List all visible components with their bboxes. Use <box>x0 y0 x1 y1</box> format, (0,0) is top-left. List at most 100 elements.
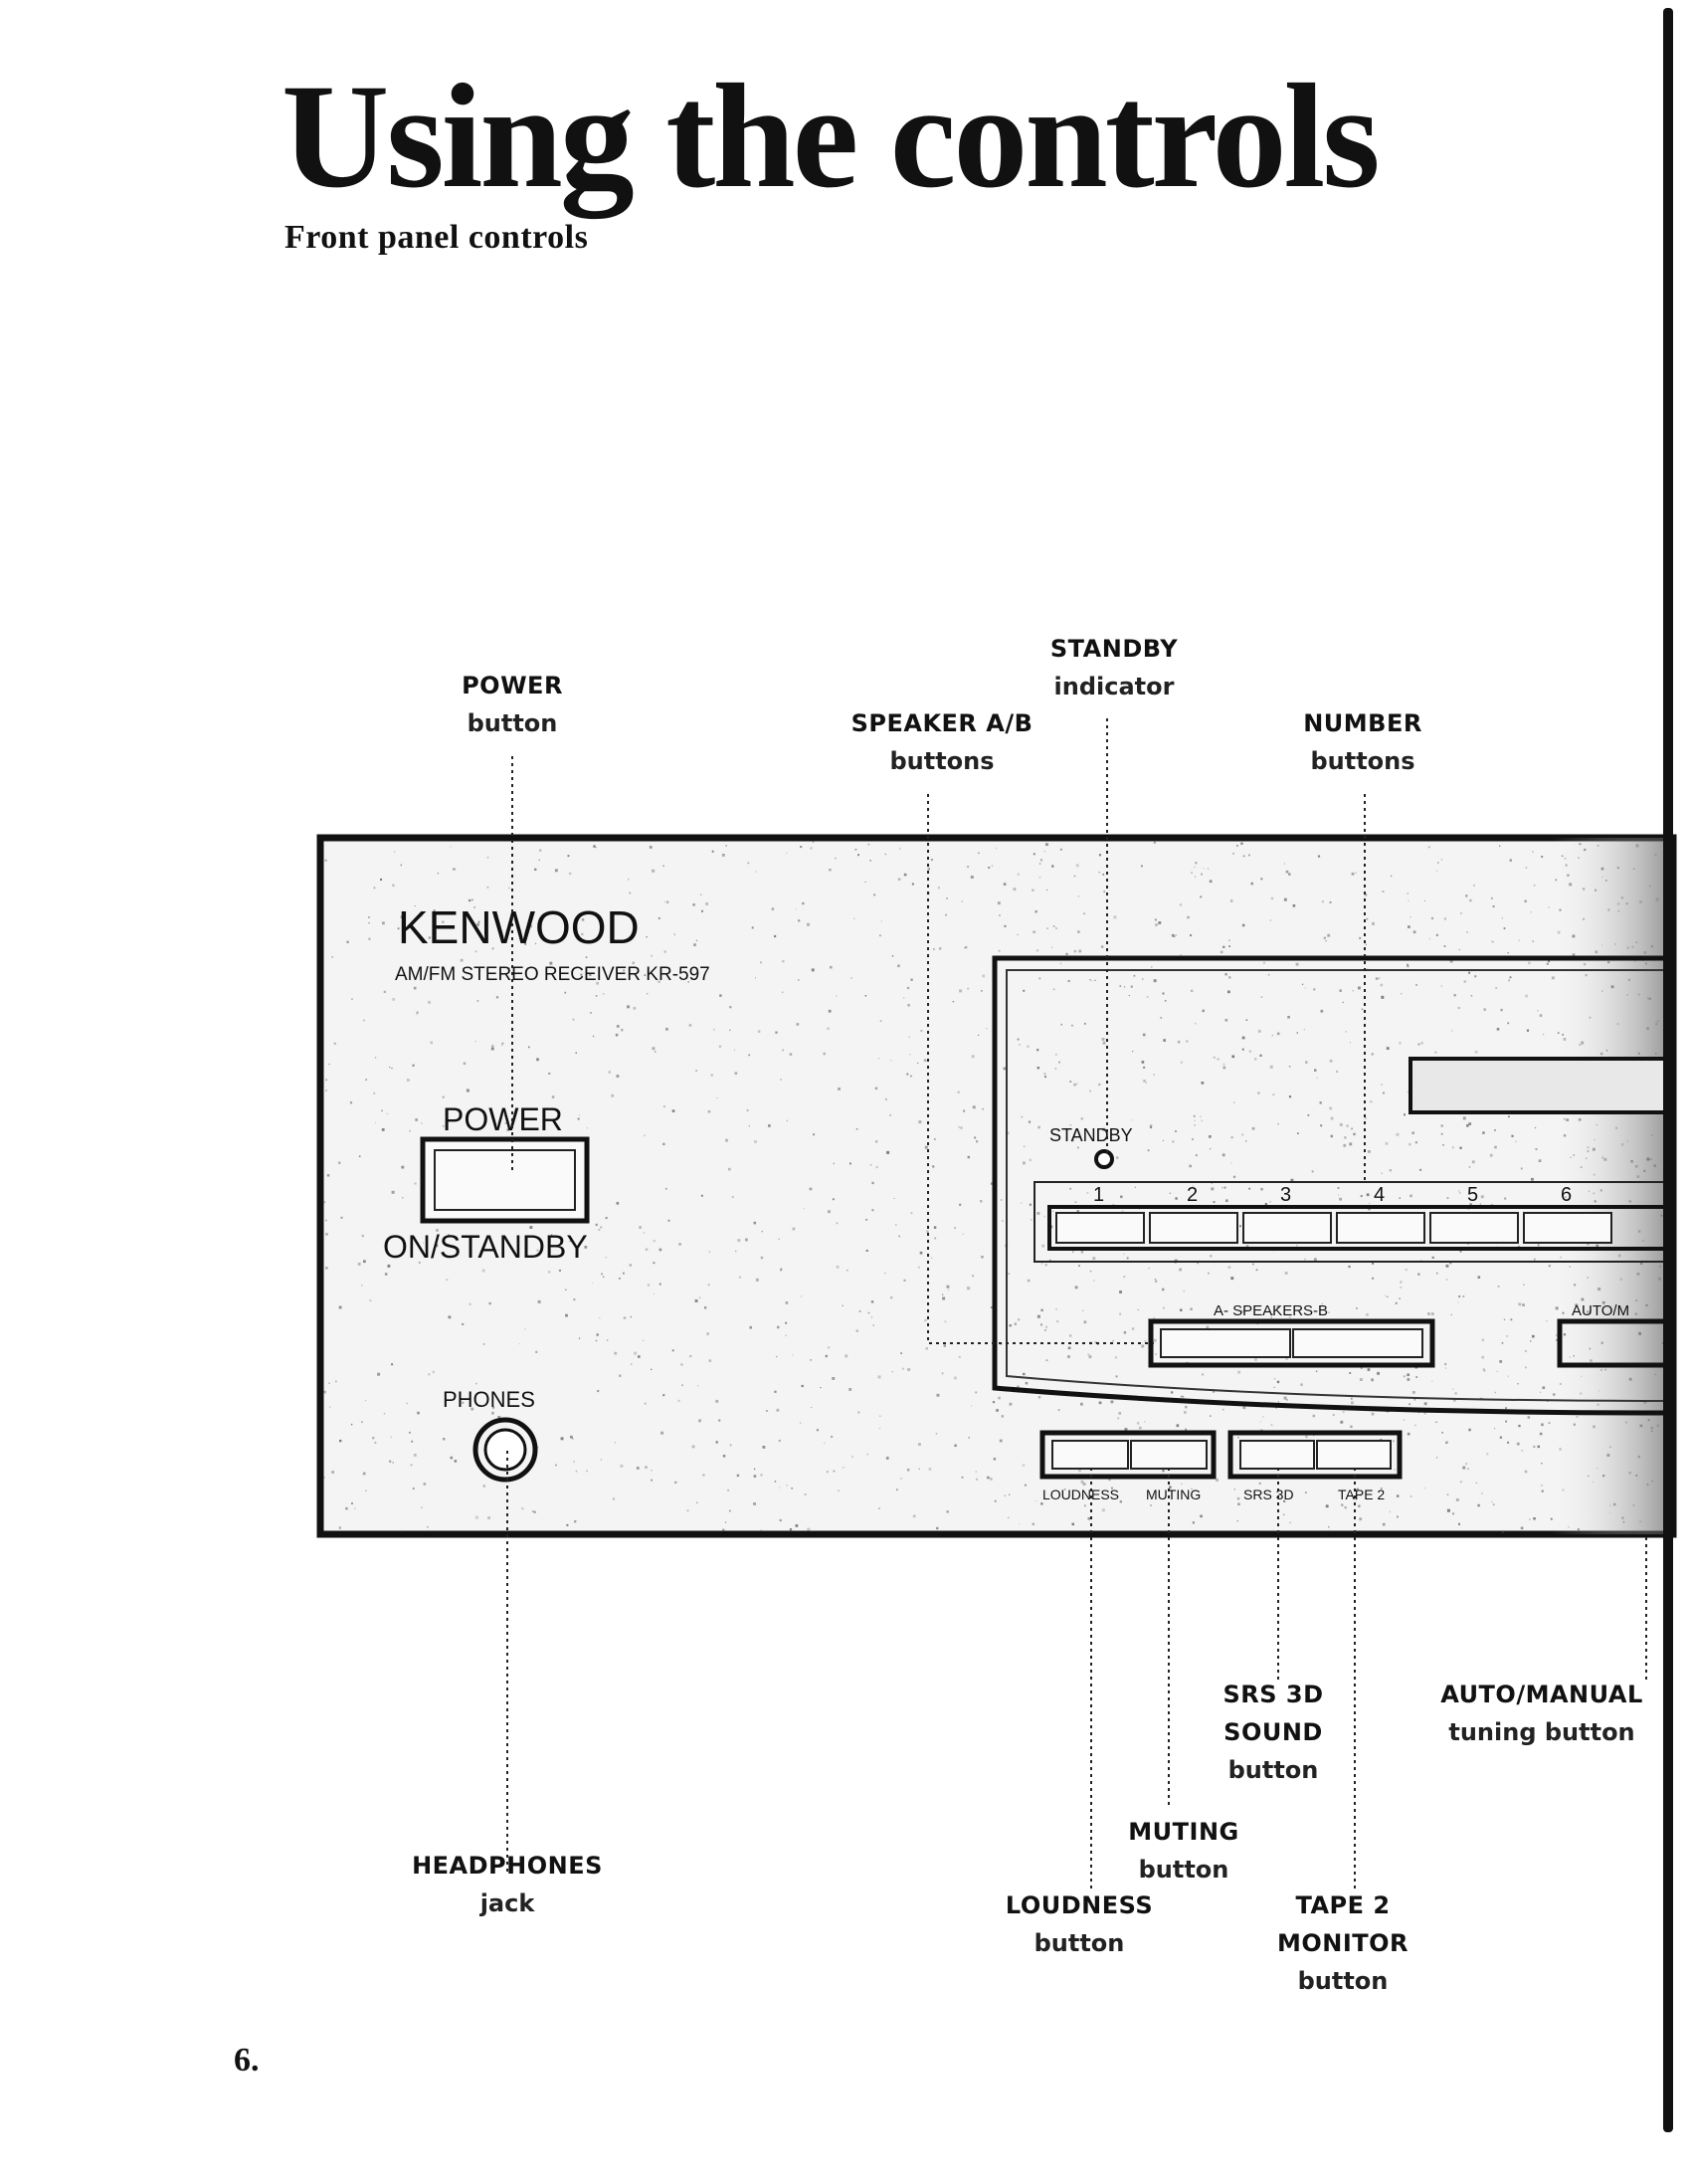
texture-dot <box>1370 1100 1373 1103</box>
texture-dot <box>1058 1061 1060 1064</box>
texture-dot <box>875 1166 878 1169</box>
texture-dot <box>436 1229 439 1232</box>
texture-dot <box>1349 1142 1353 1146</box>
texture-dot <box>1254 1058 1257 1061</box>
texture-dot <box>1396 1132 1400 1136</box>
texture-dot <box>401 1165 405 1169</box>
texture-dot <box>1423 899 1425 901</box>
texture-dot <box>700 893 702 895</box>
texture-dot <box>1060 1023 1062 1026</box>
texture-dot <box>1176 1424 1180 1428</box>
texture-dot <box>797 979 800 981</box>
callout-tape2: TAPE 2 MONITOR button <box>1243 1886 1442 2000</box>
speaker-b-button[interactable] <box>1292 1328 1423 1358</box>
tape-2-monitor-button[interactable] <box>1316 1440 1392 1470</box>
texture-dot <box>1241 1048 1244 1051</box>
texture-dot <box>1460 912 1462 914</box>
texture-dot <box>1089 1090 1091 1092</box>
texture-dot <box>896 1489 898 1491</box>
texture-dot <box>936 1526 939 1530</box>
texture-dot <box>1395 1301 1398 1304</box>
headphones-jack[interactable] <box>472 1417 538 1483</box>
texture-dot <box>970 876 974 879</box>
texture-dot <box>857 1411 860 1414</box>
number-button-3[interactable] <box>1242 1212 1332 1244</box>
texture-dot <box>1021 1202 1023 1204</box>
texture-dot <box>1415 1376 1418 1378</box>
texture-dot <box>1023 1145 1026 1147</box>
callout-srs3d-line1: SRS 3D <box>1222 1681 1324 1708</box>
texture-dot <box>964 947 966 949</box>
page-edge-bar <box>1663 8 1673 2132</box>
texture-dot <box>1305 1061 1308 1064</box>
number-button-1[interactable] <box>1055 1212 1145 1244</box>
texture-dot <box>1132 1051 1134 1053</box>
texture-dot <box>698 1419 701 1423</box>
texture-dot <box>1073 1083 1076 1087</box>
texture-dot <box>1155 923 1158 926</box>
texture-dot <box>873 893 876 896</box>
texture-dot <box>886 1150 890 1154</box>
texture-dot <box>1277 1401 1279 1403</box>
texture-dot <box>948 1290 950 1291</box>
texture-dot <box>1446 1508 1450 1512</box>
texture-dot <box>903 873 907 877</box>
texture-dot <box>774 934 777 938</box>
texture-dot <box>895 1224 897 1226</box>
texture-dot <box>1045 1359 1048 1362</box>
texture-dot <box>1269 919 1272 921</box>
texture-dot <box>406 1402 409 1405</box>
texture-dot <box>1468 971 1471 974</box>
texture-dot <box>1076 1210 1079 1213</box>
number-button-4[interactable] <box>1336 1212 1425 1244</box>
texture-dot <box>473 906 475 908</box>
texture-dot <box>1359 1378 1363 1381</box>
callout-power-name: POWER <box>462 672 563 699</box>
number-button-6[interactable] <box>1523 1212 1612 1244</box>
texture-dot <box>836 995 838 997</box>
texture-dot <box>1430 1312 1434 1315</box>
texture-dot <box>1530 911 1532 913</box>
power-button[interactable] <box>420 1136 590 1224</box>
texture-dot <box>1355 872 1357 874</box>
speaker-a-button[interactable] <box>1160 1328 1291 1358</box>
texture-dot <box>1459 1250 1462 1253</box>
texture-dot <box>906 1073 909 1076</box>
texture-dot <box>1210 1255 1213 1258</box>
number-button-2[interactable] <box>1149 1212 1238 1244</box>
texture-dot <box>644 1134 646 1136</box>
texture-dot <box>1029 1158 1032 1162</box>
callout-loudness: LOUDNESS button <box>970 1886 1189 1962</box>
texture-dot <box>518 1343 520 1345</box>
texture-dot <box>469 898 471 902</box>
texture-dot <box>900 1352 902 1354</box>
texture-dot <box>1143 1080 1146 1083</box>
texture-dot <box>1455 1498 1459 1501</box>
texture-dot <box>1508 979 1510 982</box>
texture-dot <box>1423 1402 1427 1406</box>
texture-dot <box>754 977 756 979</box>
number-button-5[interactable] <box>1429 1212 1519 1244</box>
srs-3d-button[interactable] <box>1239 1440 1315 1470</box>
texture-dot <box>1257 1030 1261 1033</box>
texture-dot <box>613 1497 615 1500</box>
loudness-button[interactable] <box>1051 1440 1129 1470</box>
muting-button[interactable] <box>1130 1440 1208 1470</box>
brand-logo: KENWOOD <box>398 901 640 953</box>
texture-dot <box>495 996 499 999</box>
texture-dot <box>1459 1481 1462 1484</box>
texture-dot <box>706 1332 709 1335</box>
texture-dot <box>1389 1169 1393 1172</box>
texture-dot <box>535 1350 538 1353</box>
texture-dot <box>1040 1263 1042 1265</box>
texture-dot <box>606 1339 609 1341</box>
texture-dot <box>801 1384 804 1388</box>
texture-dot <box>1032 1522 1034 1525</box>
texture-dot <box>866 1453 868 1456</box>
texture-dot <box>1040 859 1042 862</box>
texture-dot <box>728 1167 731 1171</box>
texture-dot <box>1078 1469 1081 1473</box>
texture-dot <box>1305 1435 1308 1439</box>
texture-dot <box>972 1105 976 1109</box>
texture-dot <box>1428 938 1430 940</box>
